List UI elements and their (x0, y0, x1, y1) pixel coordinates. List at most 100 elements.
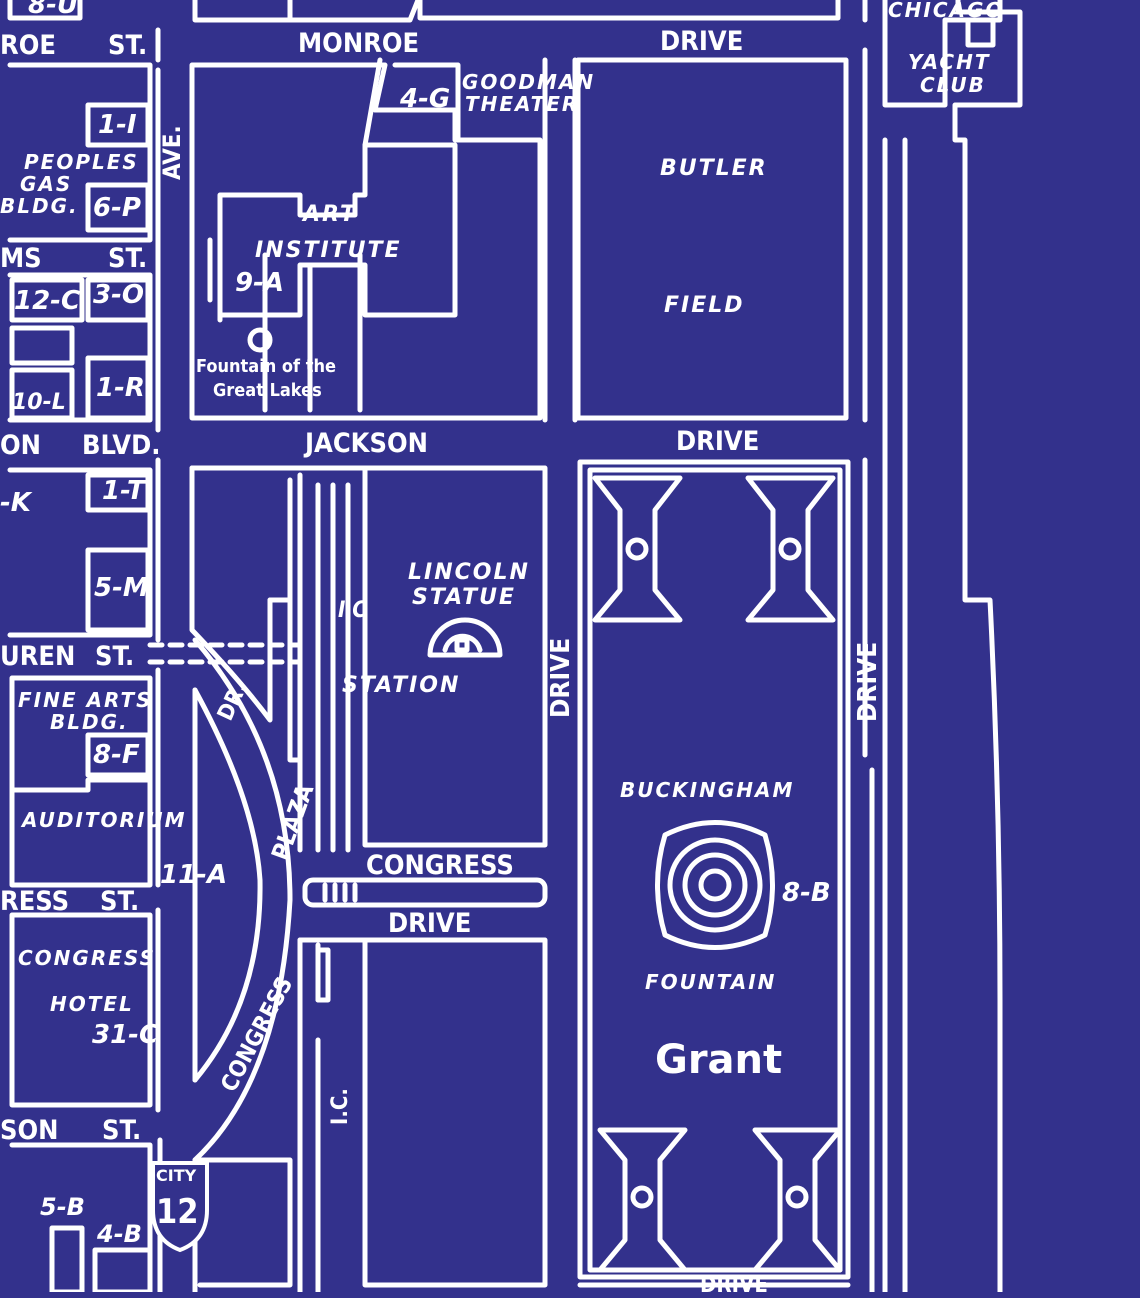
route-shield-top: CITY (156, 1166, 197, 1185)
label-lake-shore-drive: DRIVE (853, 641, 883, 722)
garden-nw (592, 475, 683, 623)
garden-sw (597, 1127, 688, 1273)
label-buckingham: BUCKINGHAM (620, 778, 795, 802)
label-bldg: BLDG. (0, 194, 79, 218)
label-institute: INSTITUTE (255, 238, 402, 263)
code-31c: 31-C (92, 1020, 159, 1050)
label-fountain-lakes-1: Fountain of the (196, 356, 336, 377)
label-peoples: PEOPLES (24, 150, 139, 174)
label-congress-left: RESS (0, 886, 70, 917)
label-congress-st: ST. (100, 886, 140, 917)
label-auditorium: AUDITORIUM (22, 808, 187, 832)
block-south-ic (297, 937, 548, 1288)
label-monroe-st: ST. (108, 30, 148, 61)
lincoln-statue (427, 617, 503, 658)
label-yacht: YACHT (908, 50, 991, 74)
block-6p (85, 182, 151, 233)
block-auditorium (9, 777, 153, 793)
label-drive-mid: DRIVE (676, 426, 760, 457)
code-1i: 1-I (98, 110, 137, 140)
label-ic-lower: I.C. (328, 1088, 353, 1125)
label-goodman: GOODMAN (462, 70, 596, 94)
label-station: STATION (342, 673, 461, 698)
code-1t: 1-T (102, 476, 145, 506)
buckingham-ring1 (667, 837, 763, 933)
block-5m (85, 547, 151, 633)
label-grant: Grant (655, 1037, 783, 1083)
block-adams (7, 272, 153, 423)
label-fountain: FOUNTAIN (645, 970, 777, 994)
label-drive-congress: DRIVE (388, 908, 472, 939)
label-field: FIELD (664, 293, 745, 318)
code-9a: 9-A (235, 268, 285, 298)
block-south-west (192, 1157, 293, 1288)
label-van-buren-left: UREN (0, 641, 76, 672)
block-5b (49, 1225, 85, 1292)
yacht-club-pier (882, 0, 1023, 1292)
code-10l: 10-L (12, 390, 66, 415)
code-4b: 4-B (97, 1220, 142, 1248)
art-inst-building (217, 142, 458, 318)
label-congress-hotel: CONGRESS (18, 946, 156, 970)
ic-tracks-south (297, 937, 321, 1292)
label-statue: STATUE (412, 585, 516, 610)
label-fountain-lakes-2: Great Lakes (213, 380, 322, 401)
block-congress-hotel (9, 912, 153, 1108)
garden-ne (745, 475, 836, 623)
label-michigan-ave: AVE. (158, 125, 186, 180)
label-monroe: MONROE (298, 28, 420, 59)
code-8b: 8-B (782, 878, 831, 908)
block-4b (92, 1247, 153, 1292)
congress-drive-median (302, 877, 548, 908)
code-11a: 11-A (160, 860, 228, 890)
congress-plaza-inner (192, 687, 263, 1083)
van-buren-dotted (147, 642, 303, 665)
block-12c (9, 277, 85, 323)
label-harrison-st: ST. (102, 1115, 142, 1146)
lincoln-dot (454, 637, 470, 653)
block-1i (85, 102, 151, 148)
buckingham-ring2 (682, 852, 748, 918)
lincoln-arc (442, 633, 483, 653)
label-monroe-left: ROE (0, 30, 56, 61)
ic-station-bump (267, 597, 303, 763)
label-van-buren-st: ST. (95, 641, 135, 672)
buckingham-ring3 (698, 868, 732, 902)
goodman-box (392, 62, 461, 143)
code-6p: 6-P (93, 193, 141, 223)
lakeshore-drive-lines (862, 0, 875, 1292)
code-8f: 8-F (93, 740, 140, 770)
label-drive-bottom: DRIVE (700, 1273, 768, 1298)
block-1t (85, 472, 151, 513)
block-3o (85, 277, 151, 323)
block-art-institute (189, 62, 543, 421)
garden-se (752, 1127, 843, 1273)
label-fine-arts: FINE ARTS (18, 688, 153, 712)
butler-field (575, 57, 849, 421)
code-4g: 4-G (400, 84, 451, 114)
label-jackson-left: ON (0, 430, 41, 461)
michigan-ave-line (155, 27, 163, 1292)
label-drive-top: DRIVE (660, 26, 744, 57)
label-harrison-left: SON (0, 1115, 59, 1146)
buckingham-basin (655, 820, 775, 950)
block-10l (9, 367, 75, 421)
block-blank (9, 325, 75, 366)
label-ic-upper: I C (338, 598, 367, 623)
code-5m: 5-M (94, 573, 149, 603)
label-hotel: HOTEL (50, 992, 134, 1016)
block-top-left (7, 0, 83, 21)
ic-small (315, 947, 331, 1003)
route-shield-number: 12 (156, 1192, 199, 1232)
label-gas: GAS (20, 172, 73, 196)
label-art: ART (303, 202, 357, 227)
label-adams-st: ST. (108, 243, 148, 274)
code-1r: 1-R (96, 373, 145, 403)
block-8f (85, 732, 151, 778)
label-adams-left: MS (0, 243, 42, 274)
great-lakes-fountain (247, 327, 273, 353)
median-ticks (322, 882, 358, 903)
code-k: -K (0, 488, 31, 518)
